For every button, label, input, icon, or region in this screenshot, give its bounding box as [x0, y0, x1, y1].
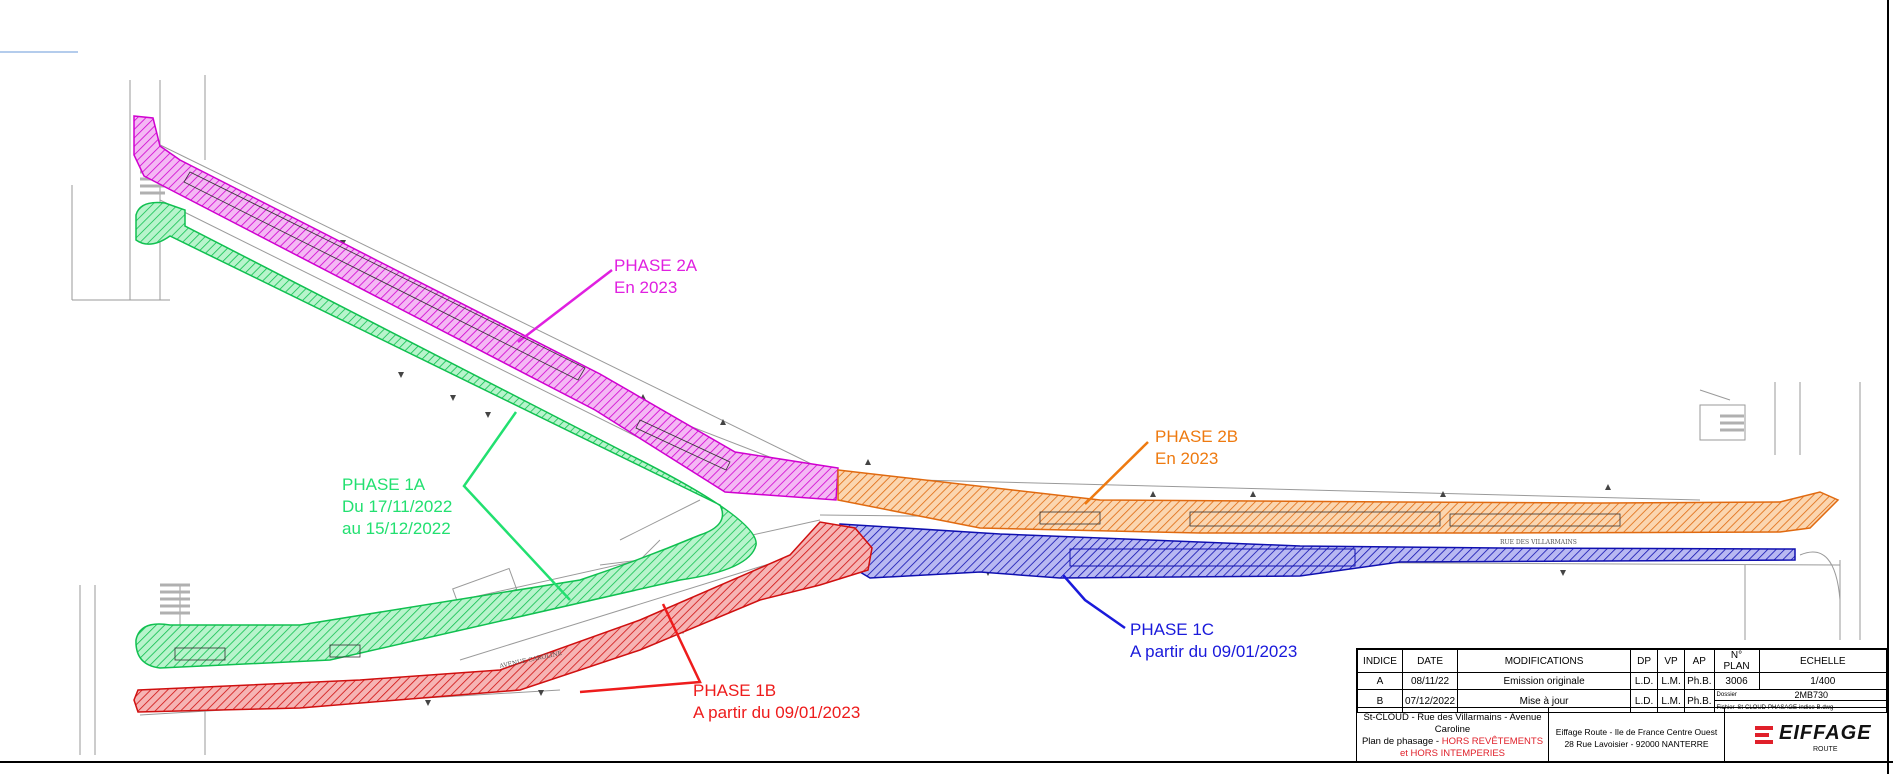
header-plan: N° PLAN — [1713, 649, 1760, 673]
row-b-modif: Mise à jour — [1457, 689, 1632, 713]
row-a-echelle: 1/400 — [1758, 672, 1888, 690]
plan-description: St-CLOUD - Rue des Villarmains - Avenue … — [1357, 707, 1549, 761]
phase-1c-leader — [1062, 574, 1126, 630]
street-label-villarmains: RUE DES VILLARMAINS — [1500, 539, 1577, 546]
header-dp: DP — [1630, 649, 1659, 673]
title-block: INDICE DATE MODIFICATIONS DP VP AP N° PL… — [1356, 648, 1888, 762]
fichier-value: St-CLOUD-PHASAGE-indice-B.dwg — [1737, 705, 1834, 711]
row-a-modif: Emission originale — [1457, 672, 1632, 690]
phase-2b-date: En 2023 — [1155, 449, 1219, 468]
logo-sub: ROUTE — [1813, 746, 1838, 753]
phase-1b-zone — [133, 521, 873, 713]
phase-1c-date: A partir du 09/01/2023 — [1130, 642, 1298, 661]
desc-line1: St-CLOUD - Rue des Villarmains - Avenue — [1363, 712, 1542, 723]
work-outlines — [174, 171, 1621, 661]
phase-1a-date2: au 15/12/2022 — [342, 519, 451, 538]
header-indice: INDICE — [1357, 649, 1403, 673]
logo-text: EIFFAGE — [1779, 722, 1872, 744]
desc-line3b: HORS REVÊTEMENTS — [1441, 736, 1544, 747]
phase-1c-title: PHASE 1C — [1130, 620, 1215, 639]
phase-1a-zone — [135, 201, 757, 669]
phase-1c-zone — [839, 523, 1796, 579]
phase-2b-title: PHASE 2B — [1155, 427, 1239, 446]
title-block-header-row: INDICE DATE MODIFICATIONS DP VP AP N° PL… — [1357, 649, 1888, 673]
fichier-label: Fichier — [1716, 705, 1735, 711]
phase-2a-title: PHASE 2A — [614, 256, 698, 275]
phase-1b-label: PHASE 1B A partir du 09/01/2023 — [693, 680, 860, 724]
phase-2a-label: PHASE 2A En 2023 — [614, 255, 697, 299]
phase-2b-zone — [837, 469, 1840, 534]
desc-line2: Caroline — [1434, 724, 1471, 735]
phase-2a-leader — [517, 269, 613, 343]
dossier-label: Dossier — [1716, 692, 1737, 698]
row-b-indice: B — [1357, 689, 1403, 713]
row-a-dp: L.D. — [1630, 672, 1659, 690]
header-vp: VP — [1657, 649, 1686, 673]
header-date: DATE — [1401, 649, 1459, 673]
traffic-signs — [340, 240, 1611, 706]
row-a-vp: L.M. — [1657, 672, 1686, 690]
company-line1: Eiffage Route - Ile de France Centre Oue… — [1555, 727, 1718, 737]
eiffage-logo: EIFFAGE ROUTE — [1725, 707, 1887, 761]
eiffage-logo-icon — [1755, 726, 1773, 744]
phase-1c-label: PHASE 1C A partir du 09/01/2023 — [1130, 619, 1297, 663]
row-a-indice: A — [1357, 672, 1403, 690]
phase-2a-date: En 2023 — [614, 278, 678, 297]
header-modifications: MODIFICATIONS — [1457, 649, 1632, 673]
row-b-date: 07/12/2022 — [1401, 689, 1459, 713]
title-block-row: B 07/12/2022 Mise à jour L.D. L.M. Ph.B.… — [1357, 689, 1888, 713]
phase-1b-leader — [579, 603, 702, 694]
phase-1a-label: PHASE 1A Du 17/11/2022 au 15/12/2022 — [342, 474, 452, 540]
phase-1a-title: PHASE 1A — [342, 475, 426, 494]
dossier-value: 2MB730 — [1794, 690, 1829, 700]
row-b-ap: Ph.B. — [1684, 689, 1715, 713]
row-a-plan: 3006 — [1713, 672, 1760, 690]
header-ap: AP — [1684, 649, 1715, 673]
phase-1a-leader — [462, 411, 571, 601]
phase-1b-title: PHASE 1B — [693, 681, 777, 700]
header-echelle: ECHELLE — [1758, 649, 1888, 673]
desc-line3: Plan de phasage - HORS REVÊTEMENTS — [1357, 736, 1548, 748]
row-a-date: 08/11/22 — [1401, 672, 1459, 690]
phase-2b-label: PHASE 2B En 2023 — [1155, 426, 1238, 470]
phase-1a-date1: Du 17/11/2022 — [342, 497, 453, 516]
title-block-row: A 08/11/22 Emission originale L.D. L.M. … — [1357, 672, 1888, 690]
row-a-ap: Ph.B. — [1684, 672, 1715, 690]
phase-2b-leader — [1084, 441, 1149, 505]
company-info: Eiffage Route - Ile de France Centre Oue… — [1549, 707, 1725, 761]
phase-1b-date: A partir du 09/01/2023 — [693, 703, 861, 722]
desc-line4: et HORS INTEMPERIES — [1399, 748, 1506, 759]
row-b-dossier-cell: Dossier 2MB730 Fichier St-CLOUD-PHASAGE-… — [1713, 689, 1888, 713]
company-line2: 28 Rue Lavoisier - 92000 NANTERRE — [1564, 739, 1709, 749]
phase-2a-zone — [133, 115, 839, 501]
desc-line3a: Plan de phasage - — [1361, 736, 1442, 747]
